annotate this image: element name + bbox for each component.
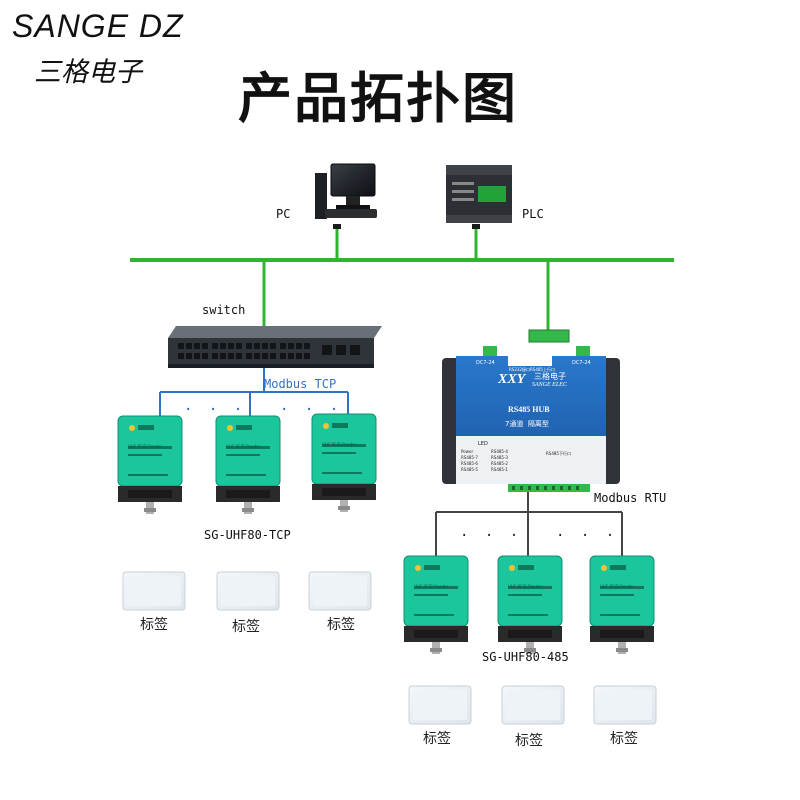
hub-brand-cn: 三格电子 — [534, 372, 566, 381]
tcp-model-label: SG-UHF80-TCP — [204, 528, 291, 542]
plc-label: PLC — [522, 207, 544, 221]
modbus-tcp-label: Modbus TCP — [264, 377, 337, 391]
tcp-reader-3 — [311, 413, 377, 513]
tcp-reader-3-label: UHF RFID Reader — [322, 442, 357, 447]
tcp-tag-3-label: 标签 — [327, 617, 355, 633]
switch-icon — [168, 326, 382, 368]
tcp-tag-1 — [122, 571, 186, 611]
hub-led-rs485-3: RS485-3 — [491, 455, 508, 460]
tcp-lines — [159, 368, 349, 416]
hub-led-label: LED — [478, 441, 488, 447]
hub-power-left: DC7-24 — [476, 360, 495, 366]
rtu-reader-1-label: UHF RFID Reader — [414, 584, 449, 589]
tcp-tag-3 — [308, 571, 372, 611]
hub-name: RS485 HUB — [508, 405, 550, 414]
modbus-rtu-label: Modbus RTU — [594, 491, 667, 505]
tcp-tag-1-label: 标签 — [140, 617, 168, 633]
hub-led-rs485-5: RS485-5 — [461, 467, 478, 472]
tcp-reader-1-label: UHF RFID Reader — [128, 444, 163, 449]
hub-subtitle: 7通道 隔离型 — [505, 420, 549, 428]
hub-rs232-label: RS232接口 — [509, 367, 530, 372]
tcp-reader-1 — [117, 415, 183, 515]
rtu-ellipsis-1: · · · — [460, 528, 523, 544]
hub-leds-left: Power RS485-7 RS485-6 RS485-5 — [461, 449, 478, 473]
switch-label: switch — [202, 303, 246, 317]
hub-power-right: DC7-24 — [572, 360, 591, 366]
brand-name: SANGE DZ — [12, 8, 184, 44]
hub-led-rs485-2: RS485-2 — [491, 461, 508, 466]
hub-led-power: Power — [461, 449, 474, 454]
rtu-reader-2-label: UHF RFID Reader — [508, 584, 543, 589]
hub-ports-label: RS485下行口 — [546, 451, 571, 456]
rtu-tag-3 — [593, 685, 657, 725]
rtu-reader-2 — [497, 555, 563, 655]
plc-icon — [446, 165, 512, 223]
hub-led-rs485-1: RS485-1 — [491, 467, 508, 472]
rtu-reader-1 — [403, 555, 469, 655]
hub-rs485-up-label: RS485上行口 — [530, 367, 555, 372]
rs485-hub-device — [442, 346, 620, 492]
rtu-tag-1 — [408, 685, 472, 725]
hub-led-rs485-4: RS485-4 — [491, 449, 508, 454]
hub-led-rs485-6: RS485-6 — [461, 461, 478, 466]
rtu-reader-3 — [589, 555, 655, 655]
tcp-tag-2 — [216, 571, 280, 611]
plc-connection — [472, 224, 480, 258]
hub-logo: XXY — [498, 372, 526, 387]
rtu-model-label: SG-UHF80-485 — [482, 650, 569, 664]
tcp-reader-2-label: UHF RFID Reader — [226, 444, 261, 449]
rtu-tag-2 — [501, 685, 565, 725]
pc-label: PC — [276, 207, 291, 221]
hub-leds-right: RS485-4 RS485-3 RS485-2 RS485-1 — [491, 449, 508, 473]
rtu-ellipsis-2: · · · — [556, 528, 619, 544]
pc-connection — [333, 224, 341, 258]
rtu-tag-2-label: 标签 — [515, 733, 543, 749]
brand-name-cn: 三格电子 — [34, 57, 142, 88]
tcp-ellipsis-1: · · · — [184, 402, 247, 418]
tcp-ellipsis-2: · · · — [280, 402, 343, 418]
rtu-reader-3-label: UHF RFID Reader — [600, 584, 635, 589]
rtu-tag-1-label: 标签 — [423, 731, 451, 747]
hub-connection — [528, 260, 570, 343]
rtu-tag-3-label: 标签 — [610, 731, 638, 747]
tcp-tag-2-label: 标签 — [232, 619, 260, 635]
hub-led-rs485-7: RS485-7 — [461, 455, 478, 460]
hub-brand-en: SANGE ELEC — [532, 382, 567, 388]
tcp-reader-2 — [215, 415, 281, 515]
pc-icon — [315, 163, 377, 219]
page-title: 产品拓扑图 — [238, 67, 518, 130]
rtu-lines — [435, 492, 623, 556]
